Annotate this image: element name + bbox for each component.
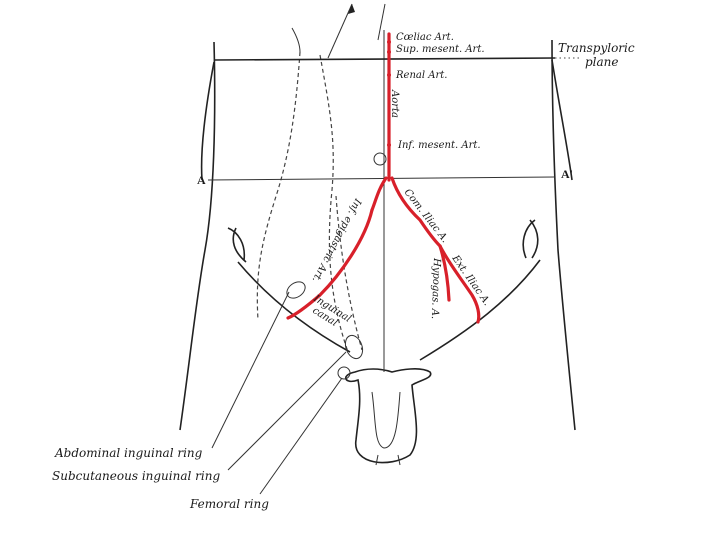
- renal-artery-label: Renal Art.: [395, 70, 447, 81]
- transpyloric-label: Transpyloric: [558, 41, 635, 55]
- hypogastric-label: Hypogas. A.: [429, 257, 442, 319]
- inf-epigastric-label: Inf. epigastric Art.: [310, 196, 364, 284]
- umbilicus: [373, 152, 387, 166]
- subcutaneous-inguinal-ring: [344, 334, 364, 360]
- plane-aa-line: [207, 176, 556, 181]
- right-inf-epigastric: [286, 208, 374, 320]
- plane-a-prime-label: A': [561, 167, 573, 181]
- left-common-iliac: [390, 176, 442, 248]
- dashed-line-left-3: [335, 195, 363, 351]
- genital-outline: [345, 368, 432, 466]
- dashed-line-left-1: [256, 51, 301, 321]
- abdominal-inguinal-ring: [286, 281, 306, 299]
- sup-mesent-artery-label: Sup. mesent. Art.: [396, 44, 485, 55]
- inf-mesent-artery-label: Inf. mesent. Art.: [397, 140, 481, 151]
- transpyloric-plane-label: plane: [585, 55, 619, 69]
- ext-iliac-label: Ext. Iliac A.: [449, 253, 492, 308]
- plane-a-label: A: [197, 173, 206, 187]
- femoral-ring-label: Femoral ring: [189, 497, 269, 511]
- leader-lines: [211, 291, 347, 495]
- subcutaneous-inguinal-ring-label: Subcutaneous inguinal ring: [52, 469, 220, 483]
- transpyloric-plane-line: [213, 57, 556, 61]
- femoral-ring: [337, 366, 351, 380]
- coeliac-artery-label: Cœliac Art.: [396, 32, 454, 43]
- right-common-iliac: [370, 176, 388, 212]
- artery-system: [286, 32, 481, 324]
- left-ext-iliac: [438, 244, 481, 324]
- top-arrows: [291, 3, 386, 59]
- dashed-line-left-2: [319, 54, 349, 353]
- body-outline: [179, 39, 576, 431]
- aorta-label: Aorta: [389, 89, 400, 118]
- abdominal-inguinal-ring-label: Abdominal inguinal ring: [54, 446, 203, 460]
- com-iliac-label: Com. Iliac A.: [402, 187, 451, 245]
